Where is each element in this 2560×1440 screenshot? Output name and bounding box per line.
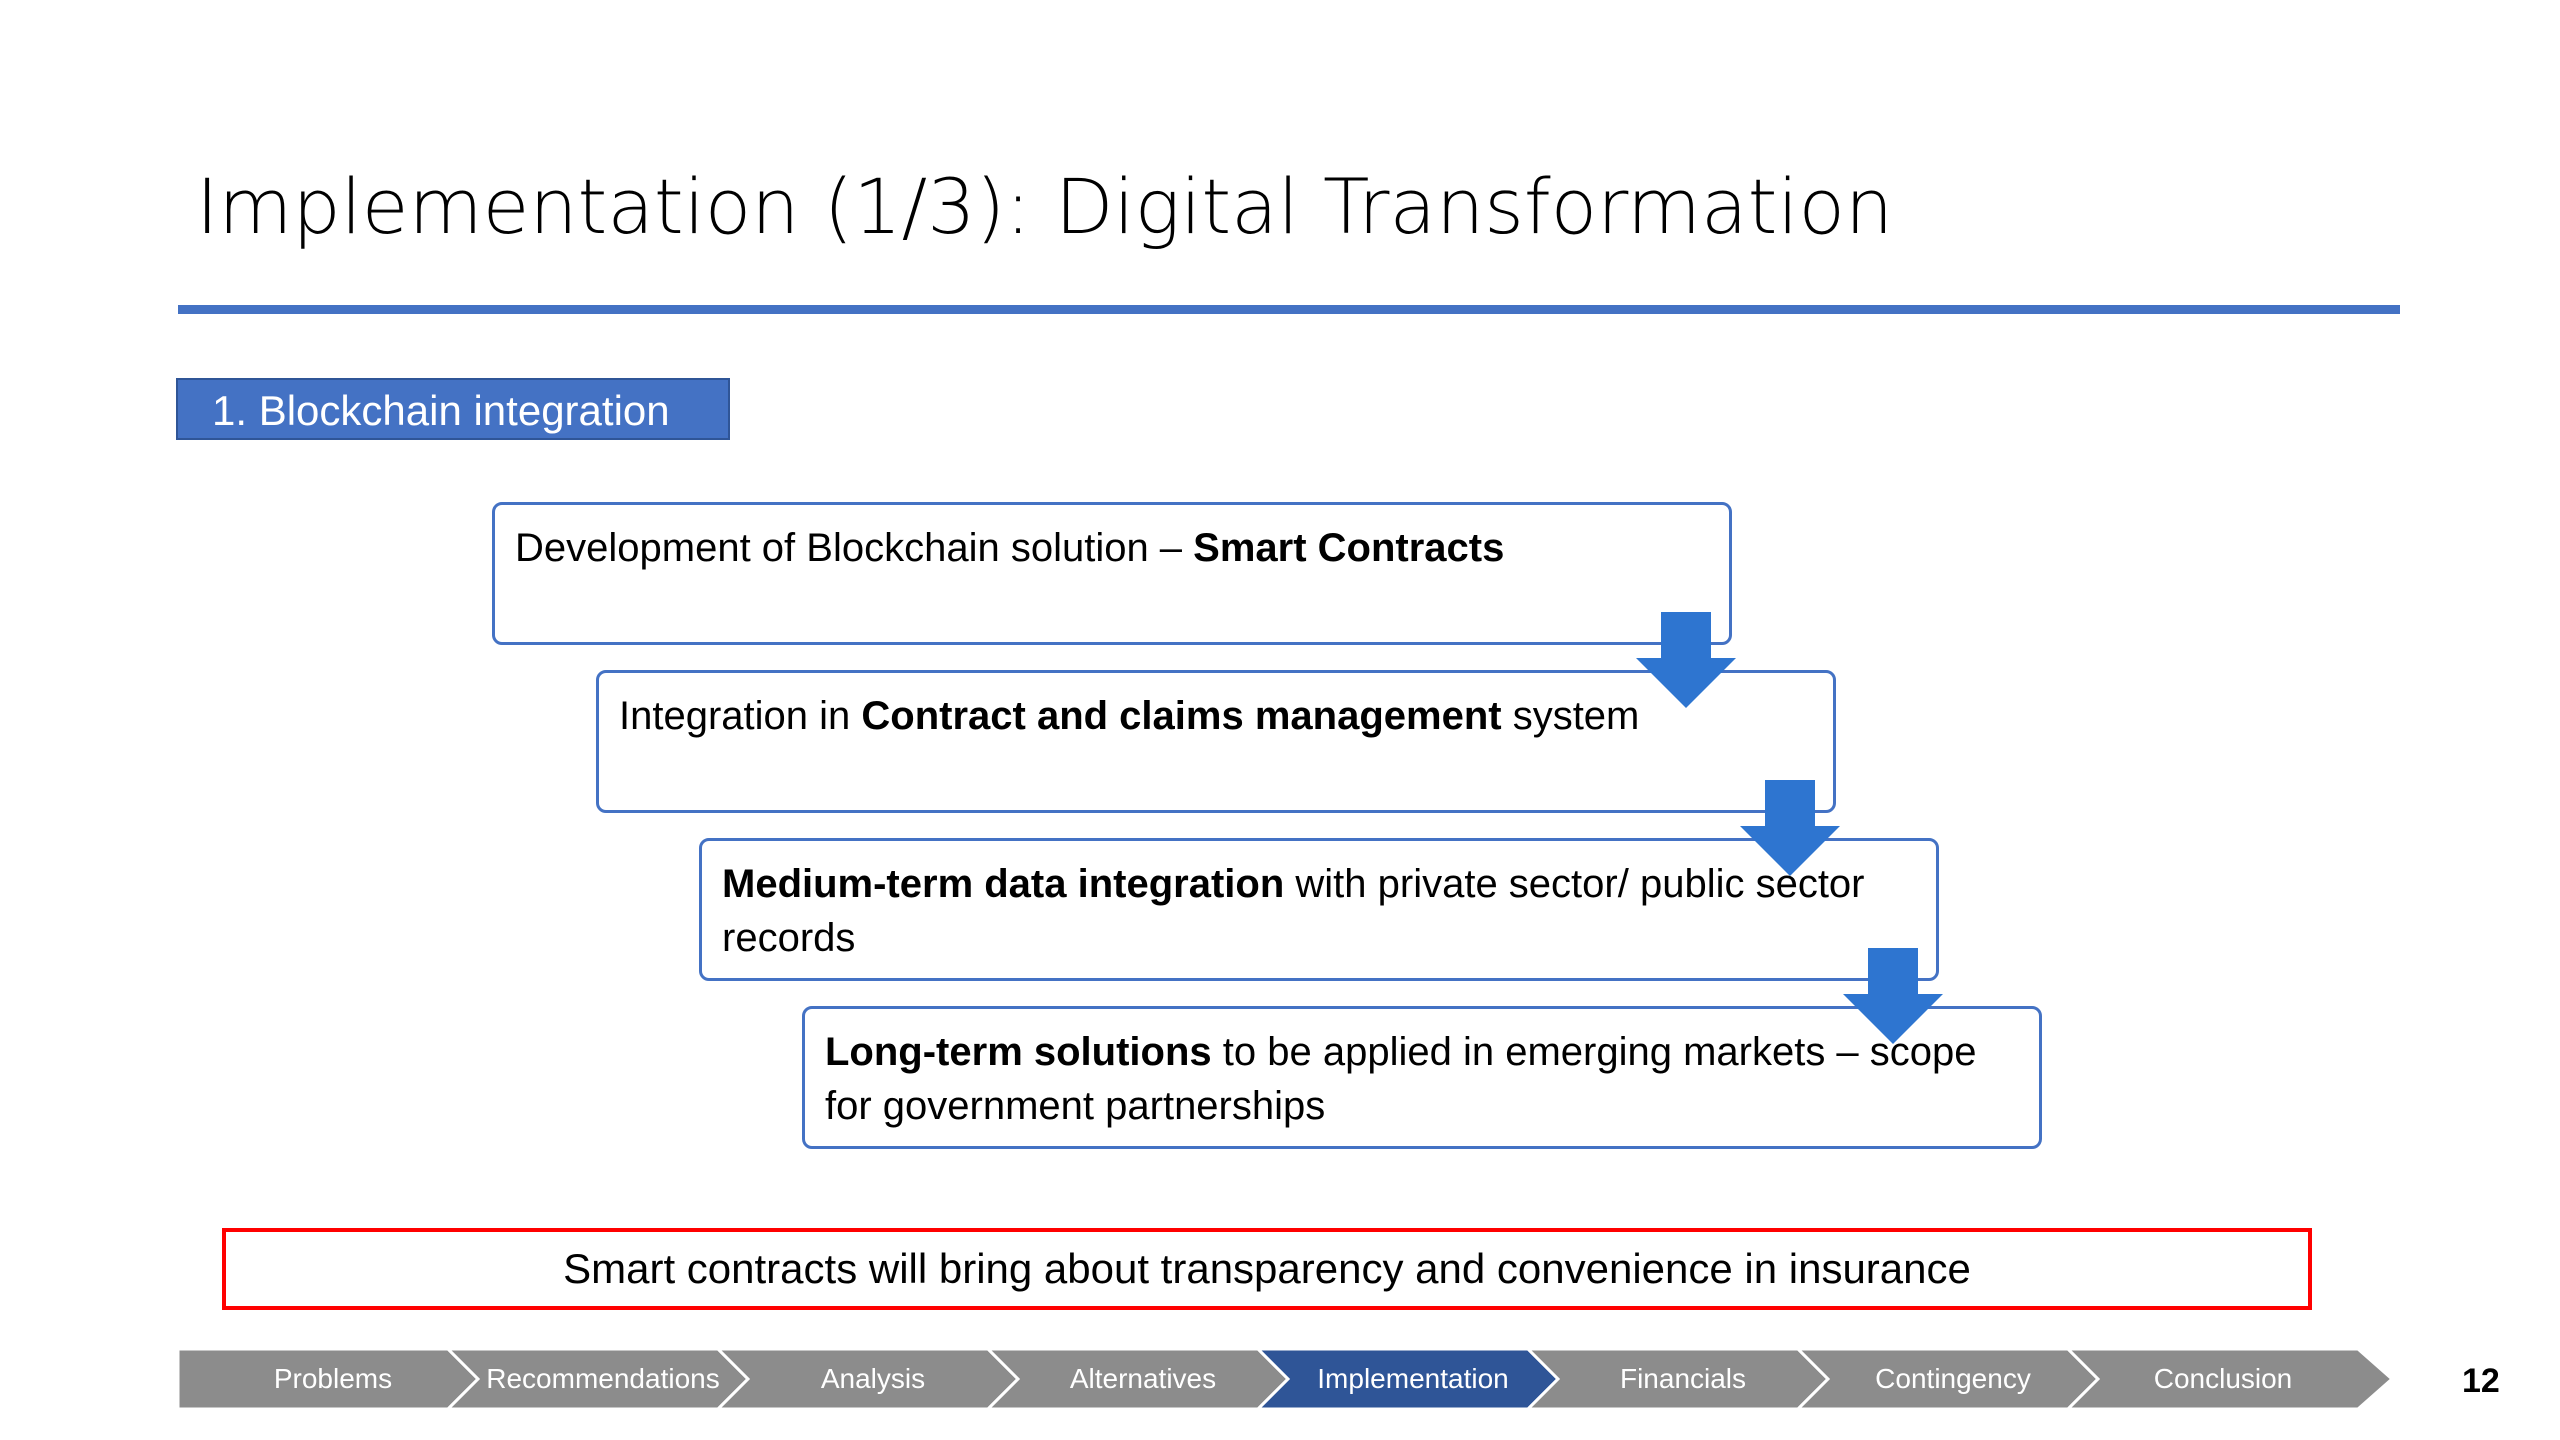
progress-nav-shapes [178, 1349, 2395, 1409]
down-arrow-icon [1636, 612, 1736, 708]
nav-item-contingency[interactable]: Contingency [1875, 1363, 2031, 1394]
nav-chevron-alternatives [985, 1349, 1291, 1409]
nav-chevron-recommendations [445, 1349, 751, 1409]
down-arrow-icon [1843, 948, 1943, 1044]
nav-chevron-implementation [1255, 1349, 1561, 1409]
page-number: 12 [2462, 1362, 2500, 1400]
step-4-text-post: to be applied in emerging markets – scop… [825, 1030, 1977, 1128]
nav-chevron-financials [1525, 1349, 1831, 1409]
step-3-text-post: with private sector/ public sector recor… [722, 862, 1865, 960]
step-box-3: Medium-term data integration with privat… [699, 838, 1939, 981]
nav-chevron-contingency [1795, 1349, 2101, 1409]
nav-item-alternatives[interactable]: Alternatives [1069, 1363, 1217, 1394]
nav-item-conclusion[interactable]: Conclusion [2153, 1363, 2293, 1394]
step-2-text-post: system [1501, 694, 1640, 738]
conclusion-box: Smart contracts will bring about transpa… [222, 1228, 2312, 1310]
nav-item-financials[interactable]: Financials [1619, 1363, 1747, 1394]
nav-item-problems[interactable]: Problems [273, 1363, 393, 1394]
nav-chevron-conclusion [2065, 1349, 2395, 1409]
step-box-2: Integration in Contract and claims manag… [596, 670, 1836, 813]
step-2-text-pre: Integration in [619, 694, 862, 738]
nav-item-implementation[interactable]: Implementation [1317, 1363, 1509, 1394]
step-1-text-pre: Development of Blockchain solution – [515, 526, 1194, 570]
progress-nav: Problems Recommendations Analysis Altern… [178, 1349, 2396, 1409]
section-label: 1. Blockchain integration [176, 378, 730, 440]
slide-title: Implementation (1/3): Digital Transforma… [196, 162, 1894, 251]
down-arrow-icon [1740, 780, 1840, 876]
title-rule [178, 305, 2400, 314]
nav-chevron-analysis [715, 1349, 1021, 1409]
step-4-text-bold: Long-term solutions [825, 1030, 1212, 1074]
step-3-text-bold: Medium-term data integration [722, 862, 1285, 906]
step-2-text-bold: Contract and claims management [861, 694, 1502, 738]
nav-item-analysis[interactable]: Analysis [820, 1363, 926, 1394]
step-box-1: Development of Blockchain solution – Sma… [492, 502, 1732, 645]
nav-item-recommendations[interactable]: Recommendations [486, 1363, 720, 1394]
step-1-text-bold: Smart Contracts [1193, 526, 1505, 570]
step-box-4: Long-term solutions to be applied in eme… [802, 1006, 2042, 1149]
